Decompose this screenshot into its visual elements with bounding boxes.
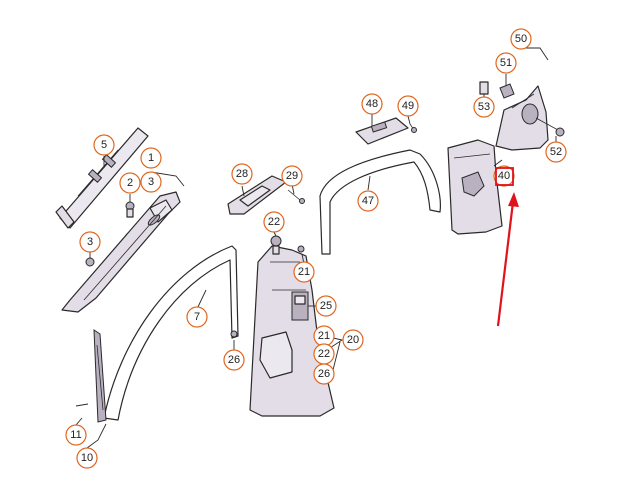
callout-1: 1 <box>140 147 162 169</box>
part-28-bracket <box>227 175 287 215</box>
svg-text:7: 7 <box>194 311 200 323</box>
svg-text:20: 20 <box>347 334 359 346</box>
svg-text:26: 26 <box>228 354 240 366</box>
part-52-bolt <box>535 117 565 137</box>
part-47-arch <box>319 149 441 255</box>
part-21-small <box>297 245 305 253</box>
callout-25: 25 <box>315 295 337 317</box>
svg-text:10: 10 <box>81 452 93 464</box>
callout-26-right: 26 <box>313 363 335 385</box>
svg-text:28: 28 <box>236 168 248 180</box>
callout-50: 50 <box>510 28 532 50</box>
callout-52: 52 <box>545 141 567 163</box>
part-7-pillar-trim <box>103 245 239 421</box>
callout-2: 2 <box>119 172 141 194</box>
callout-47: 47 <box>357 190 379 212</box>
svg-text:2: 2 <box>127 177 133 189</box>
callout-53: 53 <box>473 96 495 118</box>
svg-text:49: 49 <box>402 100 414 112</box>
svg-text:22: 22 <box>268 216 280 228</box>
svg-text:26: 26 <box>318 368 330 380</box>
part-20-b-pillar-trim <box>249 245 335 417</box>
part-29-screw <box>287 189 305 204</box>
callout-51: 51 <box>495 52 517 74</box>
callout-7: 7 <box>186 306 208 328</box>
svg-text:29: 29 <box>286 170 298 182</box>
callout-22-upper: 22 <box>263 211 285 233</box>
callout-28: 28 <box>231 163 253 185</box>
part-2-clip <box>125 201 135 218</box>
callout-48: 48 <box>361 93 383 115</box>
callout-49: 49 <box>397 95 419 117</box>
part-53-clip <box>479 81 489 95</box>
part-5-strip <box>55 127 149 229</box>
svg-text:22: 22 <box>318 348 330 360</box>
callout-21-lower: 21 <box>313 325 335 347</box>
svg-text:5: 5 <box>101 139 107 151</box>
part-10-lower-strip <box>75 329 107 423</box>
part-3-clip <box>85 257 95 267</box>
callout-26-left: 26 <box>223 349 245 371</box>
part-49-screw <box>409 123 417 133</box>
callout-20: 20 <box>342 329 364 351</box>
part-1-a-pillar-trim <box>61 191 181 313</box>
callout-10: 10 <box>76 447 98 469</box>
svg-text:48: 48 <box>366 98 378 110</box>
callout-11: 11 <box>65 424 87 446</box>
svg-text:51: 51 <box>500 57 512 69</box>
part-50-quarter-cover <box>495 85 549 151</box>
part-51-clip <box>499 83 515 99</box>
svg-text:21: 21 <box>318 330 330 342</box>
svg-text:50: 50 <box>515 33 527 45</box>
svg-text:21: 21 <box>298 266 310 278</box>
part-26-clip <box>230 330 238 338</box>
svg-text:52: 52 <box>550 146 562 158</box>
svg-text:1: 1 <box>148 152 154 164</box>
callout-29: 29 <box>281 165 303 187</box>
part-22-screw <box>270 235 282 255</box>
svg-text:11: 11 <box>70 429 81 441</box>
callout-40: 40 <box>493 165 515 187</box>
callout-5: 5 <box>93 134 115 156</box>
callout-3-upper: 3 <box>140 171 162 193</box>
svg-text:25: 25 <box>320 300 332 312</box>
callout-21-upper: 21 <box>293 261 315 283</box>
callout-3-lower: 3 <box>79 231 101 253</box>
callout-22-lower: 22 <box>313 343 335 365</box>
svg-text:47: 47 <box>362 195 374 207</box>
svg-text:40: 40 <box>498 170 510 182</box>
part-48-bracket <box>355 117 409 145</box>
svg-text:53: 53 <box>478 101 490 113</box>
part-40-c-pillar-trim <box>447 139 503 235</box>
part-25-guide <box>291 291 309 321</box>
highlight-arrow <box>496 192 519 327</box>
svg-text:3: 3 <box>87 236 93 248</box>
svg-text:3: 3 <box>148 176 154 188</box>
